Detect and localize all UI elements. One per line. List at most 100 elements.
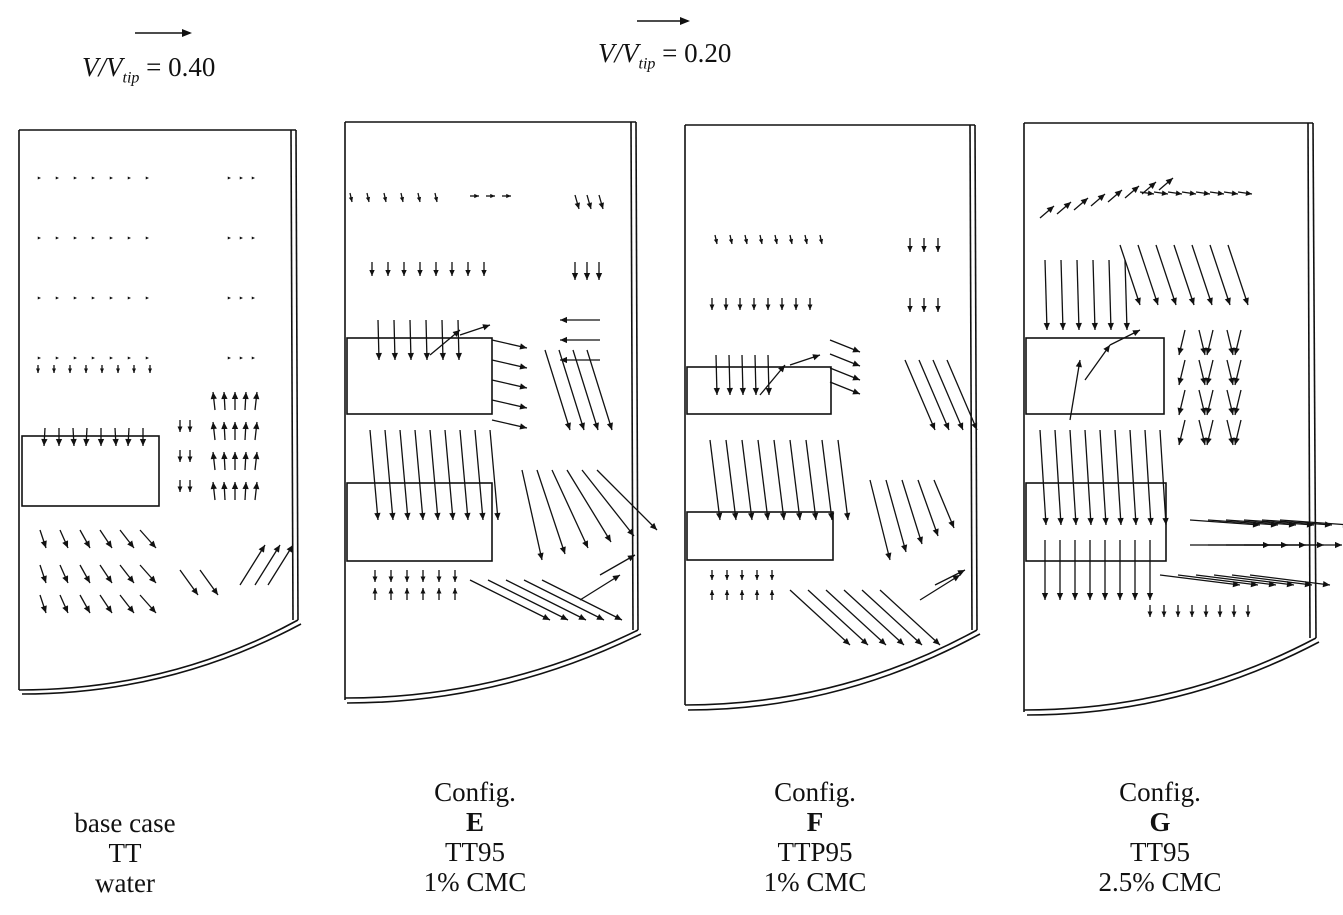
velocity-arrow <box>177 450 183 462</box>
velocity-arrow <box>372 588 378 600</box>
velocity-arrow <box>127 296 131 300</box>
velocity-arrow <box>807 298 813 310</box>
velocity-arrow <box>385 262 391 276</box>
velocity-arrow <box>818 234 824 245</box>
velocity-arrow <box>83 365 89 373</box>
velocity-arrow <box>901 479 923 545</box>
velocity-arrow <box>452 570 458 582</box>
velocity-arrow <box>1245 605 1251 617</box>
impeller-blade-f-upper <box>686 366 832 415</box>
velocity-arrow <box>1262 541 1342 549</box>
scale-label-020: V/Vtip = 0.20 <box>598 38 732 73</box>
velocity-arrow <box>803 234 809 245</box>
velocity-arrow <box>579 574 621 601</box>
velocity-arrow <box>109 176 113 180</box>
velocity-arrow <box>37 176 41 180</box>
velocity-arrow <box>709 590 715 600</box>
velocity-arrow <box>829 339 861 353</box>
velocity-arrow <box>1158 177 1174 191</box>
velocity-arrow <box>598 194 604 210</box>
velocity-arrow <box>829 381 861 395</box>
velocity-arrow <box>759 364 786 396</box>
velocity-arrow <box>1167 190 1183 196</box>
velocity-arrow <box>91 356 95 360</box>
velocity-arrow <box>1153 190 1169 196</box>
velocity-arrow <box>221 481 228 501</box>
velocity-arrow <box>242 451 249 471</box>
velocity-vector-field <box>35 176 1343 646</box>
velocity-arrow <box>1227 244 1249 306</box>
velocity-arrow <box>145 176 149 180</box>
velocity-arrow <box>73 296 77 300</box>
velocity-arrow <box>1205 359 1214 386</box>
velocity-arrow <box>739 354 746 396</box>
velocity-arrow <box>251 236 255 240</box>
velocity-arrow <box>127 236 131 240</box>
velocity-arrow <box>177 420 183 432</box>
velocity-arrow <box>751 298 757 310</box>
velocity-arrow <box>709 570 715 580</box>
velocity-arrow <box>420 570 426 582</box>
vessel-outline-base <box>18 129 302 695</box>
velocity-arrow <box>1071 540 1079 600</box>
velocity-arrow <box>369 262 375 276</box>
velocity-arrow <box>1233 329 1242 356</box>
velocity-arrow <box>177 480 183 492</box>
velocity-arrow <box>37 236 41 240</box>
velocity-arrow <box>455 319 462 361</box>
velocity-arrow <box>869 479 892 561</box>
velocity-arrow <box>388 570 394 582</box>
velocity-arrow <box>55 356 59 360</box>
velocity-arrow <box>417 262 423 276</box>
velocity-arrow <box>1226 419 1235 446</box>
velocity-arrow <box>1069 359 1082 421</box>
velocity-arrow <box>1205 329 1214 356</box>
velocity-arrow <box>1226 389 1235 416</box>
velocity-arrow <box>773 234 779 245</box>
velocity-arrow <box>112 427 119 447</box>
velocity-arrow <box>825 589 887 646</box>
impeller-blade-e-upper <box>346 337 493 415</box>
velocity-arrow <box>757 439 771 521</box>
velocity-arrow <box>99 564 113 584</box>
caption-base-case: base case TT water <box>74 808 176 898</box>
velocity-arrow <box>1205 389 1214 416</box>
velocity-arrow <box>401 262 407 276</box>
velocity-arrow <box>933 479 955 529</box>
velocity-arrow <box>119 564 135 584</box>
velocity-arrow <box>1177 329 1186 356</box>
velocity-arrow <box>119 529 135 549</box>
vessel-outline-g <box>1023 122 1320 716</box>
velocity-arrow <box>1069 429 1079 526</box>
velocity-arrow <box>918 359 950 431</box>
velocity-arrow <box>724 570 730 580</box>
velocity-arrow <box>187 480 193 492</box>
velocity-arrow <box>581 469 635 537</box>
velocity-arrow <box>560 356 600 364</box>
velocity-arrow <box>210 391 217 411</box>
velocity-arrow <box>821 439 835 521</box>
velocity-arrow <box>789 354 821 366</box>
velocity-arrow <box>420 588 426 600</box>
velocity-arrow <box>1146 540 1154 600</box>
velocity-arrow <box>1114 429 1124 526</box>
velocity-arrow <box>227 176 231 180</box>
velocity-arrow <box>1086 540 1094 600</box>
velocity-arrow <box>79 529 91 549</box>
velocity-arrow <box>1039 429 1049 526</box>
velocity-arrow <box>407 319 414 361</box>
velocity-arrow <box>1056 201 1072 215</box>
velocity-arrow <box>1181 190 1197 196</box>
velocity-arrow <box>1177 389 1186 416</box>
velocity-arrow <box>97 428 105 446</box>
velocity-arrow <box>586 194 592 210</box>
velocity-arrow <box>131 365 137 373</box>
velocity-arrow <box>127 356 131 360</box>
velocity-arrow <box>765 298 771 310</box>
velocity-arrow <box>73 176 77 180</box>
velocity-arrow <box>1233 389 1242 416</box>
velocity-arrow <box>1144 429 1154 526</box>
velocity-arrow <box>365 192 371 203</box>
velocity-arrow <box>1119 244 1141 306</box>
velocity-arrow <box>586 349 613 431</box>
